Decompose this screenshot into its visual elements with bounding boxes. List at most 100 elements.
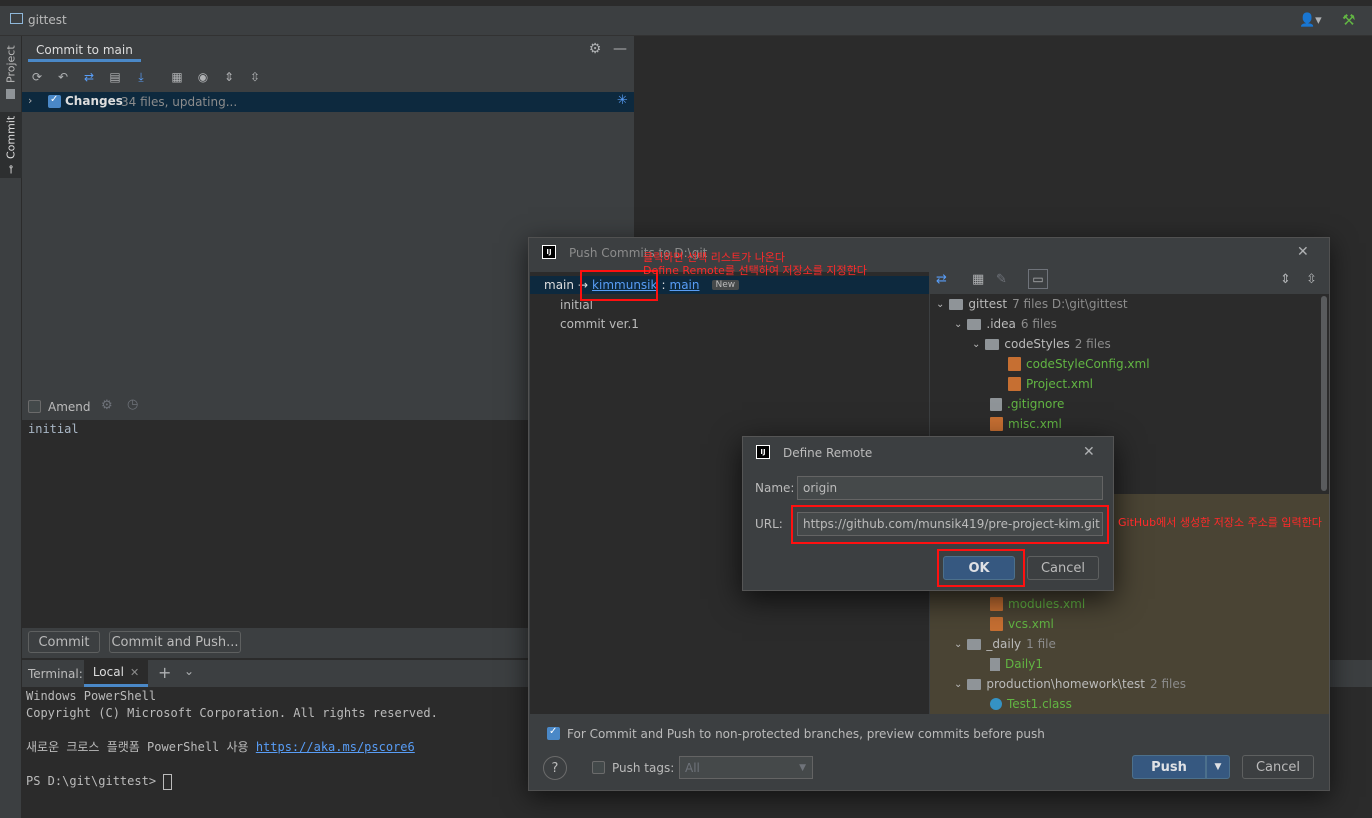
xml-file-icon <box>1008 377 1021 391</box>
terminal-tab-local[interactable]: Local ✕ <box>84 660 148 687</box>
commit-toolbar: ⟳ ↶ ⇄ ▤ ⤓ ▦ ◉ ⇕ ⇳ <box>26 66 286 88</box>
chevron-down-icon[interactable]: ⌄ <box>954 638 963 650</box>
commit-item[interactable]: commit ver.1 <box>560 317 639 331</box>
chevron-down-icon[interactable]: ⌄ <box>936 298 945 310</box>
changes-checkbox[interactable] <box>48 94 61 108</box>
push-dialog-title: Push Commits to D:\git <box>569 246 708 260</box>
help-button[interactable]: ? <box>543 756 567 780</box>
close-icon[interactable]: ✕ <box>1083 444 1095 460</box>
expand-all-icon[interactable]: ⇕ <box>223 70 235 84</box>
terminal-label: Terminal: <box>28 667 83 681</box>
tree-row[interactable]: vcs.xml <box>990 614 1054 634</box>
name-input[interactable]: origin <box>797 476 1103 500</box>
remote-name-link[interactable]: kimmunsik <box>592 278 658 292</box>
push-cancel-button[interactable]: Cancel <box>1242 755 1314 779</box>
chevron-down-icon[interactable]: ⌄ <box>972 338 981 350</box>
folder-icon <box>6 88 16 99</box>
eye-icon[interactable]: ◉ <box>197 70 209 84</box>
url-input[interactable]: https://github.com/munsik419/pre-project… <box>797 512 1103 536</box>
changelist-icon[interactable]: ▤ <box>109 70 121 84</box>
diff-icon[interactable]: ⇄ <box>83 70 95 84</box>
ok-button[interactable]: OK <box>943 556 1015 580</box>
user-icon[interactable]: 👤▾ <box>1299 13 1322 28</box>
folder-icon <box>967 318 982 330</box>
annotation-box-url <box>791 505 1109 544</box>
tree-row[interactable]: ⌄ .idea 6 files <box>954 314 1057 334</box>
changes-status: 34 files, updating... <box>121 95 238 109</box>
chevron-down-icon: ▼ <box>1214 762 1222 772</box>
tree-row[interactable]: misc.xml <box>990 414 1062 434</box>
chevron-down-icon[interactable]: ⌄ <box>184 664 195 678</box>
window-title: gittest <box>28 13 67 27</box>
group-by-icon[interactable]: ▦ <box>972 272 985 287</box>
text-file-icon <box>990 657 1000 671</box>
xml-file-icon <box>1008 357 1021 371</box>
update-icon[interactable]: ⤓ <box>138 69 144 84</box>
gear-icon[interactable]: ⚙ <box>101 398 113 413</box>
terminal-line: 새로운 크로스 플랫폼 PowerShell 사용 https://aka.ms… <box>26 739 526 756</box>
history-icon[interactable]: ◷ <box>127 397 139 412</box>
collapse-all-icon[interactable]: ⇳ <box>249 70 261 84</box>
tree-row[interactable]: modules.xml <box>990 594 1085 614</box>
tree-row[interactable]: ⌄ codeStyles 2 files <box>972 334 1111 354</box>
tree-scrollbar[interactable] <box>1321 296 1327 491</box>
chevron-down-icon[interactable]: ⌄ <box>954 318 963 330</box>
url-label: URL: <box>755 517 783 531</box>
chevron-down-icon[interactable]: ⌄ <box>954 678 963 690</box>
define-remote-cancel-label: Cancel <box>1040 560 1086 576</box>
push-options-dropdown[interactable]: ▼ <box>1206 755 1230 779</box>
tree-row[interactable]: ⌄ _daily 1 file <box>954 634 1056 654</box>
group-by-icon[interactable]: ▦ <box>171 70 183 84</box>
diff-icon[interactable]: ⇄ <box>936 272 947 287</box>
edit-icon[interactable]: ✎ <box>996 272 1007 287</box>
refresh-icon[interactable]: ⟳ <box>31 70 43 84</box>
push-button[interactable]: Push <box>1132 755 1206 779</box>
terminal-output: Windows PowerShell Copyright (C) Microso… <box>26 688 526 790</box>
terminal-prompt[interactable]: PS D:\git\gittest> <box>26 773 526 790</box>
commit-item[interactable]: initial <box>560 298 593 312</box>
expand-all-icon[interactable]: ⇕ <box>1280 272 1291 287</box>
gear-icon[interactable]: ⚙ <box>588 41 602 57</box>
tree-meta: 1 file <box>1026 637 1056 651</box>
project-tab-label: Project <box>4 45 18 83</box>
push-tags-select[interactable]: All ▼ <box>679 756 813 779</box>
project-tool-tab[interactable]: Project <box>0 42 22 102</box>
define-remote-dialog: IJ Define Remote ✕ Name: origin URL: htt… <box>742 436 1114 591</box>
rollback-icon[interactable]: ↶ <box>57 70 69 84</box>
tree-row[interactable]: Test1.class <box>990 694 1072 714</box>
commit-button[interactable]: Commit <box>28 631 100 653</box>
preview-icon[interactable]: ▭ <box>1028 269 1048 289</box>
tree-row[interactable]: .gitignore <box>990 394 1064 414</box>
commit-tool-tab[interactable]: ⊸ Commit <box>0 112 22 178</box>
commit-tab[interactable]: Commit to main <box>28 40 141 62</box>
arrow: → <box>577 278 589 292</box>
xml-file-icon <box>990 597 1003 611</box>
chevron-right-icon[interactable]: › <box>28 94 33 107</box>
amend-checkbox[interactable] <box>28 400 41 413</box>
tree-name: .idea <box>986 317 1016 331</box>
tree-row[interactable]: codeStyleConfig.xml <box>1008 354 1150 374</box>
preview-commits-checkbox[interactable] <box>547 726 560 740</box>
tree-name: Project.xml <box>1026 377 1093 391</box>
close-icon[interactable]: ✕ <box>1297 244 1309 260</box>
build-hammer-icon[interactable]: ⚒ <box>1342 11 1356 29</box>
remote-branch-link[interactable]: main <box>669 278 700 292</box>
push-tags-checkbox[interactable] <box>592 761 605 774</box>
class-file-icon <box>990 698 1002 710</box>
close-icon[interactable]: ✕ <box>129 665 140 679</box>
amend-label: Amend <box>48 400 91 414</box>
tree-row[interactable]: Project.xml <box>1008 374 1093 394</box>
tree-name: codeStyles <box>1004 337 1070 351</box>
branch-row[interactable]: main → kimmunsik : main New <box>530 276 929 294</box>
tree-row[interactable]: ⌄ production\homework\test 2 files <box>954 674 1186 694</box>
changes-row[interactable]: › Changes 34 files, updating... ✳ <box>22 92 634 112</box>
commit-and-push-button[interactable]: Commit and Push... <box>109 631 241 653</box>
push-tags-value: All <box>685 760 700 775</box>
collapse-all-icon[interactable]: ⇳ <box>1306 272 1317 287</box>
tree-row[interactable]: ⌄ gittest 7 files D:\git\gittest <box>936 294 1128 314</box>
tree-row[interactable]: Daily1 <box>990 654 1043 674</box>
minimize-icon[interactable]: — <box>613 41 627 57</box>
add-icon[interactable]: + <box>158 663 172 682</box>
pscore-link[interactable]: https://aka.ms/pscore6 <box>255 740 415 754</box>
define-remote-cancel-button[interactable]: Cancel <box>1027 556 1099 580</box>
